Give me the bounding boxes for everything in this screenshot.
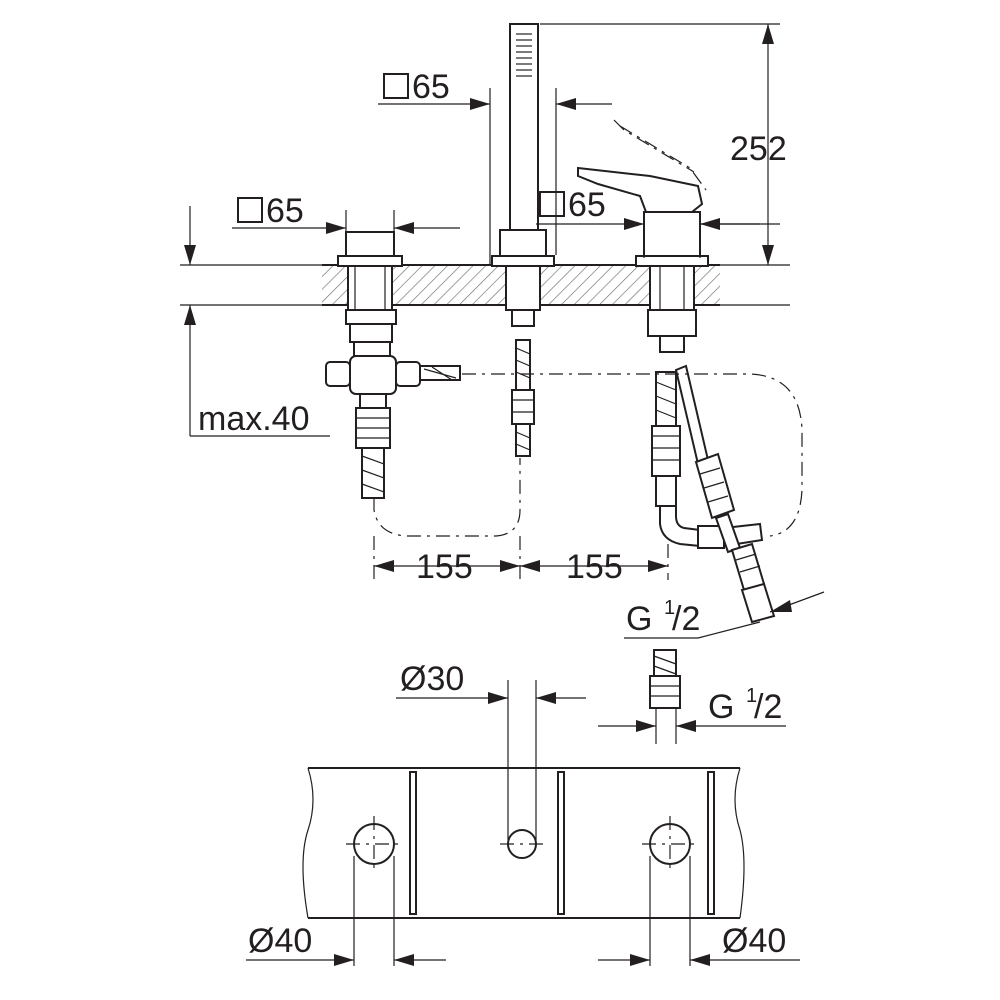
dim-spacing-right-label: 155 [566, 548, 623, 586]
hose-connector [649, 649, 681, 744]
dim-hole-right: Ø40 [598, 856, 800, 966]
svg-text:/2: /2 [672, 600, 700, 638]
dim-square-left-label: 65 [266, 192, 304, 230]
dim-spacing: 155 155 [374, 548, 668, 586]
dim-thread-bottom: G 1 /2 [598, 685, 786, 732]
deck-plan [302, 767, 745, 919]
dim-thread-top-label: G [626, 600, 652, 638]
dim-height-label: 252 [730, 130, 787, 168]
dim-deck-thickness: max.40 [184, 206, 330, 438]
dim-square-mid-label: 65 [568, 186, 606, 224]
dim-square-top: 65 [378, 68, 612, 265]
hand-shower [491, 23, 555, 457]
hose-path-outline [373, 373, 803, 580]
svg-text:1: 1 [746, 685, 757, 707]
dim-thread-top: G 1 /2 [624, 591, 825, 639]
svg-text:/2: /2 [754, 688, 782, 726]
dim-hole-left: Ø40 [246, 856, 446, 966]
dim-thread-bottom-label: G [708, 688, 734, 726]
dim-hole-left-label: Ø40 [248, 922, 312, 960]
dim-hole-center: Ø30 [396, 660, 586, 840]
dim-spacing-left-label: 155 [416, 548, 473, 586]
diverter-valve [325, 231, 461, 499]
mixer-valve [577, 119, 776, 624]
dim-hole-center-label: Ø30 [400, 660, 464, 698]
dim-square-left: 65 [232, 192, 460, 234]
dim-hole-right-label: Ø40 [722, 922, 786, 960]
deck-section [180, 264, 790, 306]
dim-height: 252 [540, 23, 787, 265]
dim-square-mid: 65 [536, 186, 760, 258]
svg-text:1: 1 [664, 597, 675, 619]
dim-max-depth-label: max.40 [198, 400, 310, 438]
dim-square-top-label: 65 [412, 68, 450, 106]
